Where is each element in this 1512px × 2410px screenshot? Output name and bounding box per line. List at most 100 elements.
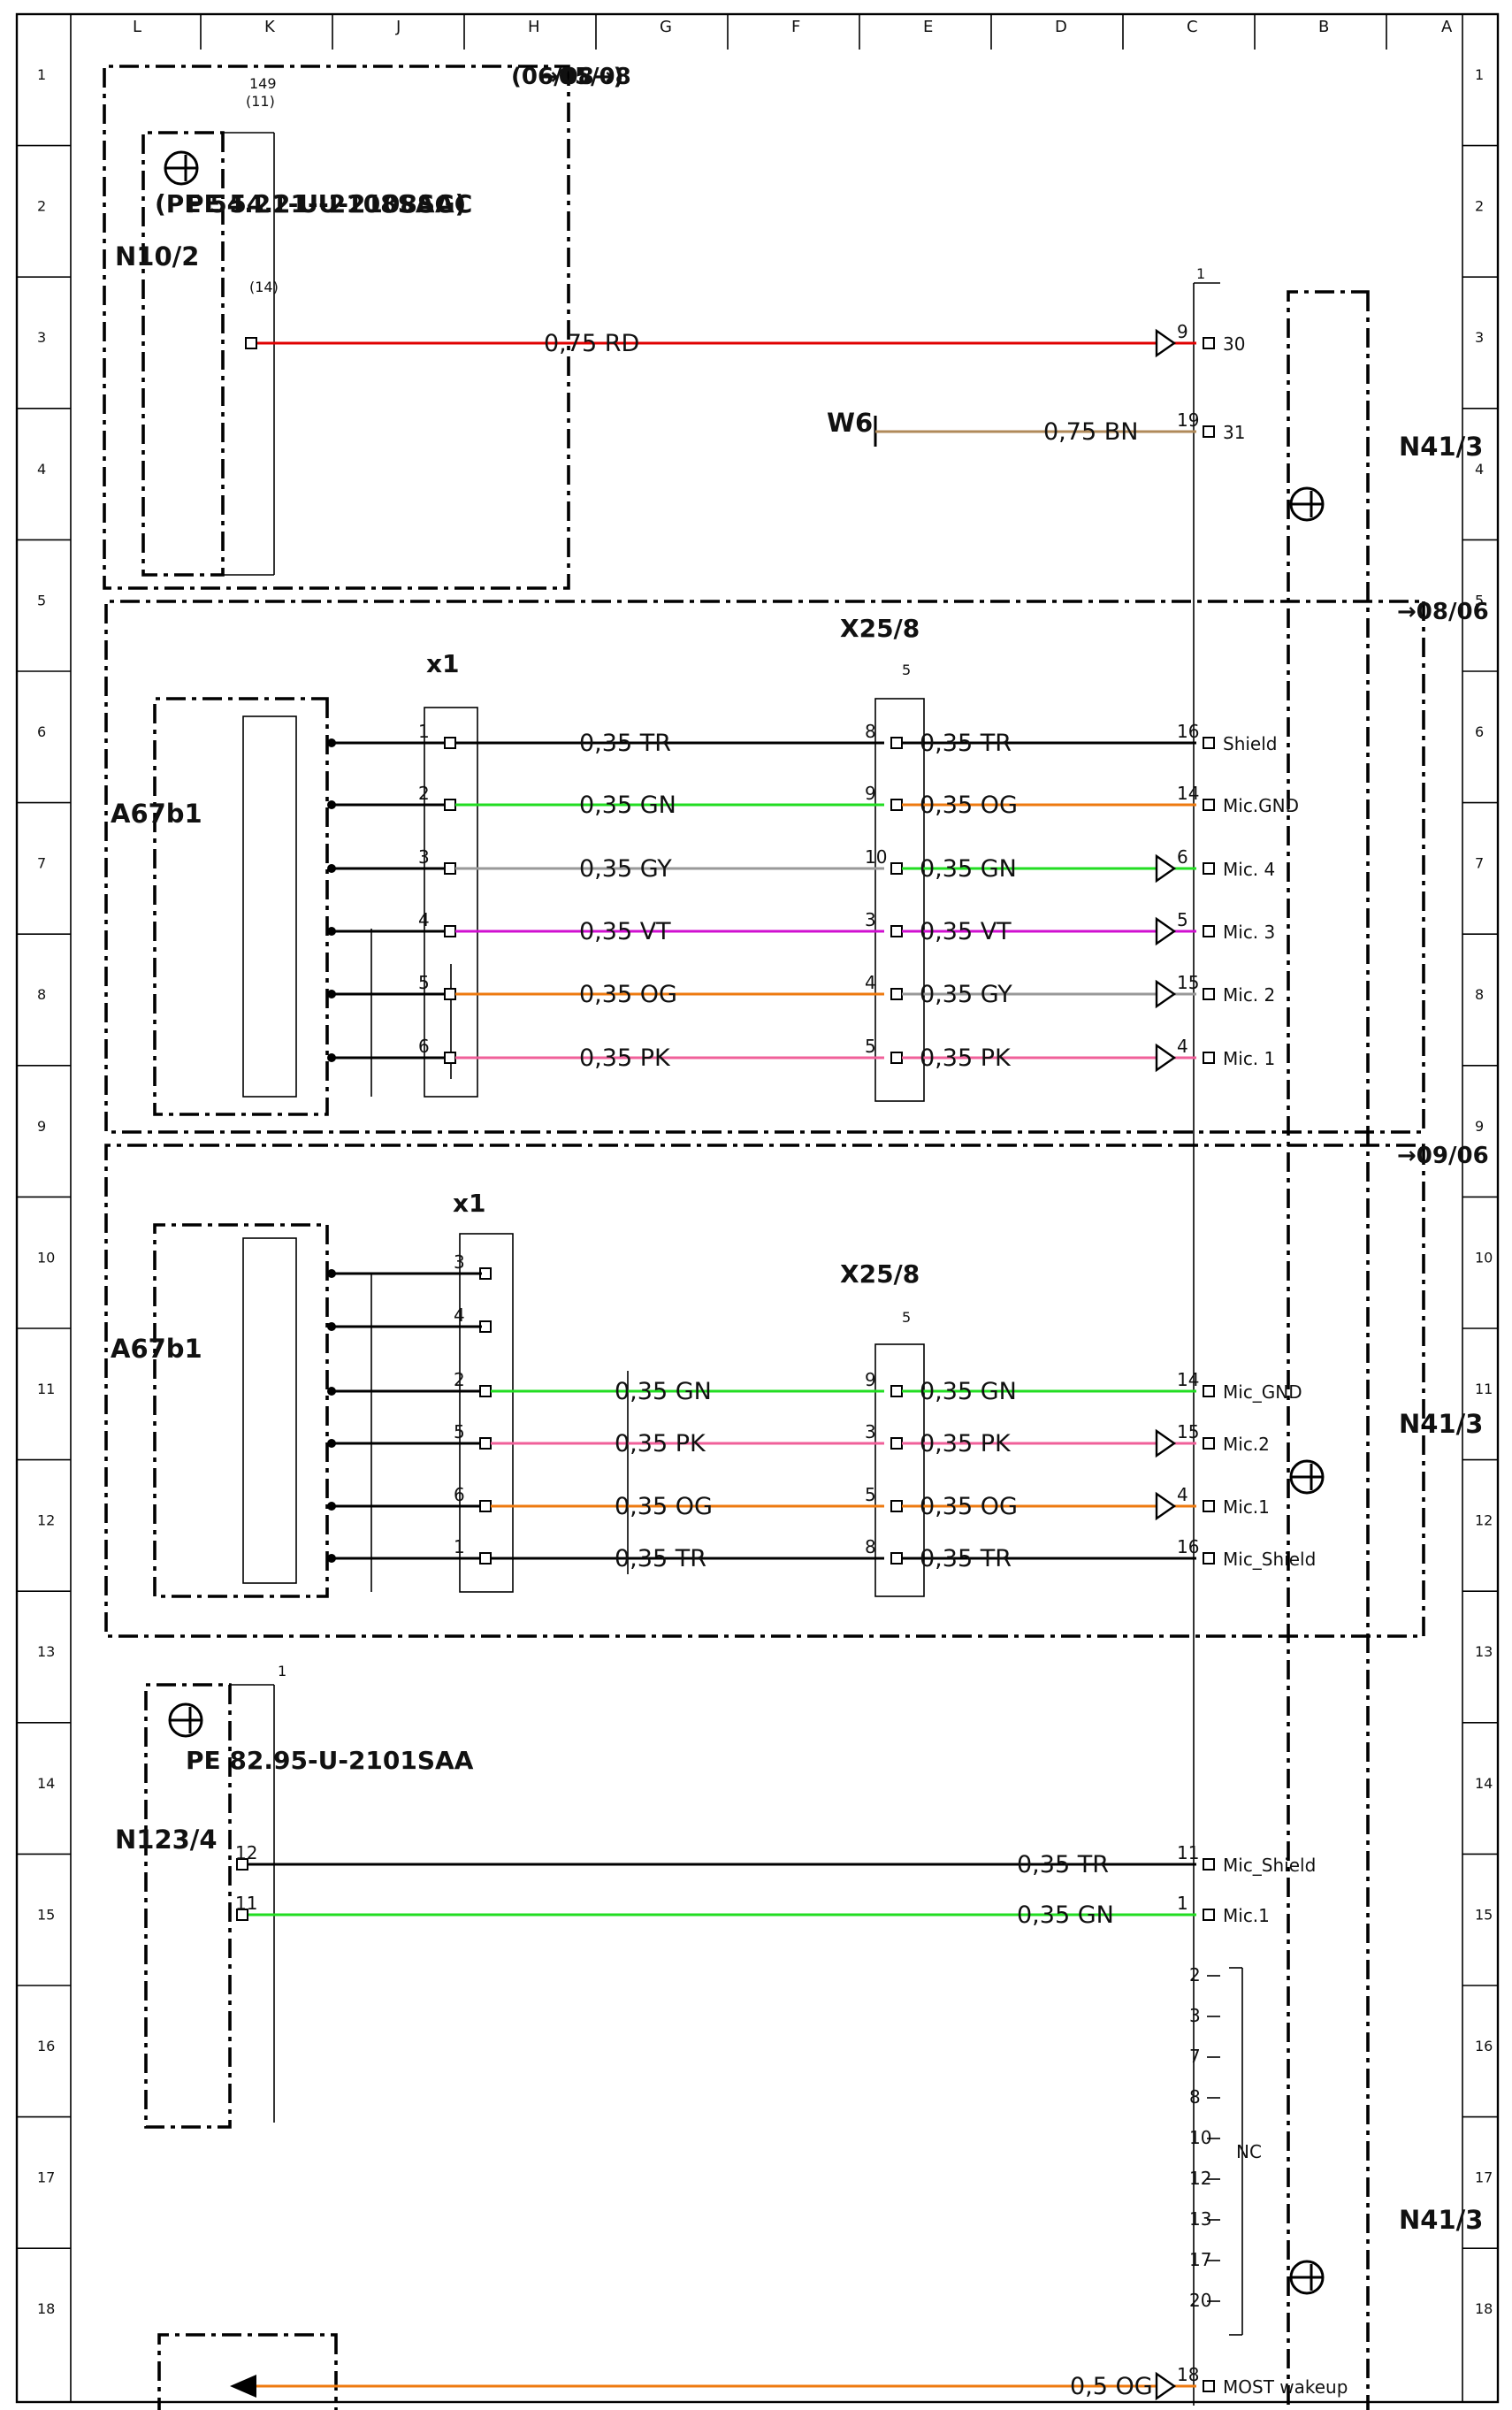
column-letter: J [395, 18, 401, 36]
doc-note: PE 54.21-U-2108SAC [186, 189, 472, 218]
pin-terminal [890, 1500, 903, 1512]
version-note: →05/08 [539, 64, 631, 90]
pin-number: 19 [1177, 409, 1199, 431]
pin-number: 4 [1177, 1484, 1188, 1505]
wire-label: 0,35 TR [1017, 1851, 1109, 1878]
component-id-n41-3: N41/3 [1399, 2205, 1483, 2235]
component-id-n41-3: N41/3 [1399, 432, 1483, 462]
pin-number: 16 [1177, 721, 1199, 742]
junction-dot [327, 1053, 336, 1062]
signal-arrow-icon [1155, 979, 1177, 1009]
pin-label: Mic. 1 [1223, 1048, 1275, 1069]
pin-terminal [1203, 737, 1215, 749]
column-letter: L [133, 18, 141, 36]
signal-arrow-icon [1155, 1491, 1177, 1521]
pin-terminal [1203, 862, 1215, 875]
a67b1-bottom-area [104, 1144, 1425, 1638]
pin-number: 11 [1177, 1842, 1199, 1863]
pin-label: Mic_GND [1223, 1381, 1302, 1403]
pin-number: 14 [1177, 1369, 1199, 1390]
pin-number: 9 [865, 1369, 876, 1390]
doc-note: PE 82.95-U-2101SAA [186, 1746, 474, 1775]
ground-symbol-icon [1289, 1459, 1325, 1495]
pin-number: 5 [865, 1484, 876, 1505]
junction-dot [327, 1439, 336, 1448]
pin-terminal [444, 799, 456, 811]
pin-number: 3 [865, 1421, 876, 1442]
pin-number: 10 [1189, 2127, 1211, 2148]
wire-label: 0,35 PK [579, 1044, 671, 1072]
pin-terminal [890, 737, 903, 749]
row-number: 14 [1475, 1775, 1493, 1792]
pin-number: 6 [454, 1484, 465, 1505]
row-number: 16 [37, 2038, 55, 2054]
pin-number: 15 [1177, 1421, 1199, 1442]
wire-label: 0,35 GN [1017, 1901, 1114, 1929]
arrow-head-icon [230, 2375, 256, 2398]
pin-label: MOST wakeup [1223, 2376, 1348, 2398]
pin-label: Mic.1 [1223, 1905, 1270, 1926]
pin-number: 7 [1189, 2046, 1201, 2067]
pin-number: 8 [865, 721, 876, 742]
wire-label: 0,35 GN [615, 1378, 712, 1405]
pin-number: 6 [418, 1036, 430, 1057]
pin-label: Mic.2 [1223, 1434, 1270, 1455]
x1-top-connector [424, 707, 478, 1098]
wire-label: 0,35 OG [615, 1493, 713, 1520]
pin-terminal [245, 337, 257, 349]
pin-terminal [1203, 988, 1215, 1000]
pin-terminal [444, 737, 456, 749]
pin-number: 14 [1177, 783, 1199, 804]
column-letter: A [1441, 18, 1453, 36]
junction-dot [327, 990, 336, 998]
pin-number: 12 [235, 1842, 257, 1863]
component-id-n10-2: N10/2 [115, 241, 199, 272]
wire-label: 0,35 TR [579, 730, 671, 757]
pin-number: 4 [865, 972, 876, 993]
pin-label: Mic. 4 [1223, 859, 1275, 880]
n123-4-module [144, 1683, 232, 2129]
row-number: 1 [1475, 66, 1484, 83]
version-note: →08/06 [1397, 599, 1489, 625]
junction-dot [327, 1554, 336, 1563]
pin-terminal [236, 1909, 248, 1921]
row-number: 5 [37, 592, 46, 608]
pin-terminal [1203, 337, 1215, 349]
wire-label: 0,35 OG [920, 1493, 1018, 1520]
ref-number: 1 [1196, 265, 1205, 282]
column-index-ruler: L K J H G F E D C B A [133, 14, 1453, 50]
pin-number: 2 [1189, 1964, 1201, 1985]
pin-label: 31 [1223, 422, 1245, 443]
pin-number: 5 [418, 972, 430, 993]
pin-label: 30 [1223, 333, 1245, 355]
column-letter: F [791, 18, 800, 36]
row-number: 9 [1475, 1118, 1484, 1135]
wire-label: 0,35 TR [920, 1545, 1012, 1572]
n41-3-module [1287, 290, 1370, 2410]
pin-label: Mic.GND [1223, 795, 1299, 816]
pin-terminal [1203, 925, 1215, 937]
pin-terminal [236, 1858, 248, 1871]
junction-dot [327, 738, 336, 747]
pin-terminal [1203, 1858, 1215, 1871]
pin-number: 5 [1177, 909, 1188, 930]
pin-terminal [1203, 425, 1215, 438]
row-number: 7 [37, 855, 46, 872]
component-id-n41-3: N41/3 [1399, 1409, 1483, 1439]
wire-label: 0,35 TR [920, 730, 1012, 757]
version-note: →09/06 [1397, 1143, 1489, 1169]
pin-number: 4 [1177, 1036, 1188, 1057]
component-id-a67b1: A67b1 [111, 799, 202, 829]
wire-label: 0,35 OG [579, 981, 677, 1008]
ground-symbol-icon [1289, 2260, 1325, 2295]
ref-number: 149 [249, 75, 277, 92]
pin-number: 9 [865, 783, 876, 804]
wire-label: 0,35 VT [579, 918, 671, 945]
